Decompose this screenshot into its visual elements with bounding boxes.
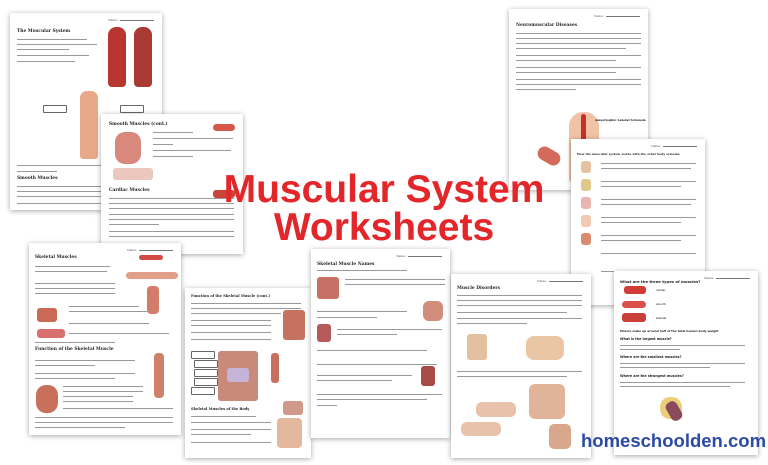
- human-body-image: [80, 91, 98, 159]
- section-heading: Function of the Skeletal Muscle: [35, 347, 114, 352]
- page-title: Muscular System: [219, 170, 549, 209]
- arm-flex-image: [277, 418, 302, 448]
- smooth-muscle-tissue-image: [213, 124, 235, 131]
- name-field: Name:: [594, 14, 640, 18]
- name-field: Name:: [127, 248, 173, 252]
- name-field: Name:: [651, 144, 697, 148]
- worksheet-title: Function of the Skeletal Muscle (cont.): [191, 294, 271, 298]
- cardiac-tissue-image: [213, 190, 235, 198]
- torso-muscle-image: [147, 286, 159, 314]
- worksheet-title: The Muscular System: [17, 29, 71, 34]
- section-heading: Cardiac Muscles: [109, 188, 150, 193]
- worksheet-title: Skeletal Muscles: [35, 255, 77, 260]
- worksheet-function-skeletal-muscle: Function of the Skeletal Muscle (cont.) …: [185, 288, 311, 458]
- muscle-body-back-image: [134, 27, 152, 87]
- diagram-caption: Amyotrophic Lateral Sclerosis: [595, 118, 646, 122]
- title-line-1: Muscular System: [223, 168, 545, 211]
- worksheet-title: Muscle Disorders: [457, 286, 501, 291]
- section-heading: What is the largest muscle?: [620, 337, 672, 341]
- worksheet-skeletal-muscle-names: Name: Skeletal Muscle Names: [311, 249, 450, 438]
- worksheet-title: Neuromuscular Diseases: [516, 23, 578, 28]
- face-muscle-image: [36, 385, 58, 413]
- elbow-image: [476, 402, 516, 417]
- name-field: Name:: [537, 279, 583, 283]
- name-field: Name:: [704, 276, 750, 280]
- worksheet-muscle-disorders: Name: Muscle Disorders: [451, 274, 591, 458]
- worksheet-title: How the muscular system works with the o…: [577, 152, 680, 156]
- figure-image: [154, 353, 164, 398]
- page-subtitle: Worksheets: [219, 208, 549, 247]
- worksheet-title: What are the three types of muscles?: [620, 279, 701, 284]
- title-line-2: Worksheets: [273, 206, 495, 249]
- ankle-image: [526, 336, 564, 360]
- skeletal-tissue-image: [622, 313, 646, 322]
- abdominal-muscle-image: [283, 310, 305, 340]
- worksheet-skeletal-muscles: Name: Skeletal Muscles Function of the S…: [29, 243, 181, 435]
- worksheet-title: Smooth Muscles (cont.): [109, 122, 168, 127]
- section-heading: Where are the strongest muscles?: [620, 374, 684, 378]
- section-heading: Muscle make up around half of the total …: [620, 329, 719, 333]
- smooth-tissue-image: [622, 301, 646, 308]
- foot-bones-image: [467, 334, 487, 360]
- arm-muscle-image: [126, 272, 178, 279]
- digestive-system-image: [115, 132, 141, 164]
- tendon-image: [529, 384, 565, 419]
- label-cardiac: cardiac: [656, 289, 666, 292]
- worksheet-title: Skeletal Muscle Names: [317, 262, 375, 267]
- muscle-fiber-image: [113, 168, 153, 180]
- label-smooth: smooth: [656, 303, 666, 306]
- name-field: Name:: [396, 254, 442, 258]
- name-field: Name:: [108, 18, 154, 22]
- muscle-image: [535, 143, 563, 169]
- back-muscle-image: [423, 301, 443, 321]
- gluteus-image: [317, 277, 339, 299]
- worksheet-three-types: Name: What are the three types of muscle…: [614, 271, 758, 455]
- worksheet-smooth-muscles: Smooth Muscles (cont.) Cardiac Muscles: [101, 114, 243, 254]
- cardiac-tissue-image: [624, 286, 646, 294]
- label-skeletal: skeletal: [656, 317, 667, 320]
- muscle-body-front-image: [108, 27, 126, 87]
- section-heading: Skeletal Muscles of the Body: [191, 407, 250, 411]
- website-watermark: homeschoolden.com: [581, 430, 767, 451]
- section-heading: Where are the smallest muscles?: [620, 355, 682, 359]
- section-heading: Smooth Muscles: [17, 176, 58, 181]
